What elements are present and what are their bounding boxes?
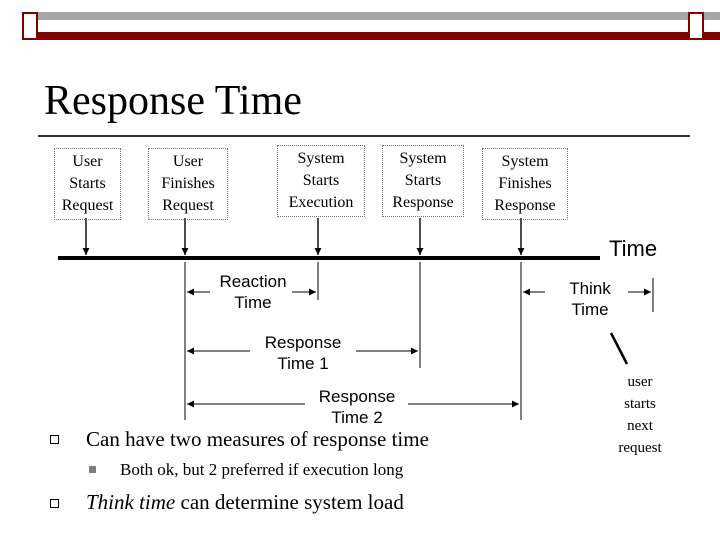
response-time-1-label: Response Time 1 xyxy=(250,332,356,374)
annotation-line: next xyxy=(627,418,653,434)
annotation-line: starts xyxy=(624,396,656,412)
sub-bullet-icon xyxy=(89,466,96,473)
interval-label-line: Think xyxy=(569,279,611,298)
interval-label-line: Response xyxy=(264,333,342,352)
event-box-line: Finishes xyxy=(161,175,215,192)
event-box-system-finishes-response: System Finishes Response xyxy=(482,148,568,220)
annotation-line: request xyxy=(618,440,662,456)
event-box-system-starts-execution: System Starts Execution xyxy=(277,145,365,217)
event-box-line: User xyxy=(172,153,204,170)
bullet-3-text: Think time can determine system load xyxy=(86,490,404,515)
event-box-line: User xyxy=(72,153,103,170)
event-box-line: Starts xyxy=(404,172,442,189)
bullet-3-rest: can determine system load xyxy=(175,490,404,514)
event-box-line: System xyxy=(501,153,549,170)
event-box-line: Request xyxy=(162,197,214,214)
think-time-label: Think Time xyxy=(550,278,630,320)
event-box-line: Response xyxy=(392,194,454,211)
bullet-2-text: Both ok, but 2 preferred if execution lo… xyxy=(120,460,404,479)
annotation-pointer xyxy=(609,332,629,365)
annotation-line: user xyxy=(627,374,653,390)
bullet-3-emphasis: Think time xyxy=(86,490,176,514)
interval-label-line: Time 1 xyxy=(277,354,329,373)
event-box-system-starts-response: System Starts Response xyxy=(382,145,464,217)
title-rule xyxy=(38,135,690,137)
bullet-square-icon xyxy=(50,435,59,444)
event-box-line: Starts xyxy=(69,175,106,192)
slide-title: Response Time xyxy=(44,78,302,124)
event-box-line: Execution xyxy=(288,194,354,211)
event-box-line: Starts xyxy=(302,172,340,189)
interval-label-line: Time xyxy=(571,300,609,319)
interval-label-line: Time 2 xyxy=(331,408,383,427)
event-box-line: Response xyxy=(494,197,556,214)
reaction-time-label: Reaction Time xyxy=(210,271,296,313)
next-request-annotation: user starts next request xyxy=(600,371,680,459)
event-box-line: Finishes xyxy=(498,175,552,192)
bullet-square-icon xyxy=(50,499,59,508)
time-axis-label: Time xyxy=(609,236,658,261)
interval-label-line: Time xyxy=(234,293,272,312)
bullet-1-text: Can have two measures of response time xyxy=(86,427,429,451)
event-box-line: System xyxy=(297,150,345,167)
header-square-right xyxy=(688,12,704,40)
response-time-2-label: Response Time 2 xyxy=(305,386,409,428)
header-accent-band xyxy=(22,32,720,40)
interval-label-line: Response xyxy=(318,387,396,406)
header-square-left xyxy=(22,12,38,40)
event-box-line: Request xyxy=(61,197,114,214)
interval-label-line: Reaction xyxy=(219,272,287,291)
event-box-user-finishes-request: User Finishes Request xyxy=(148,148,228,220)
header-grey-band xyxy=(22,12,720,20)
event-box-line: System xyxy=(399,150,447,167)
event-box-user-starts-request: User Starts Request xyxy=(54,148,121,220)
